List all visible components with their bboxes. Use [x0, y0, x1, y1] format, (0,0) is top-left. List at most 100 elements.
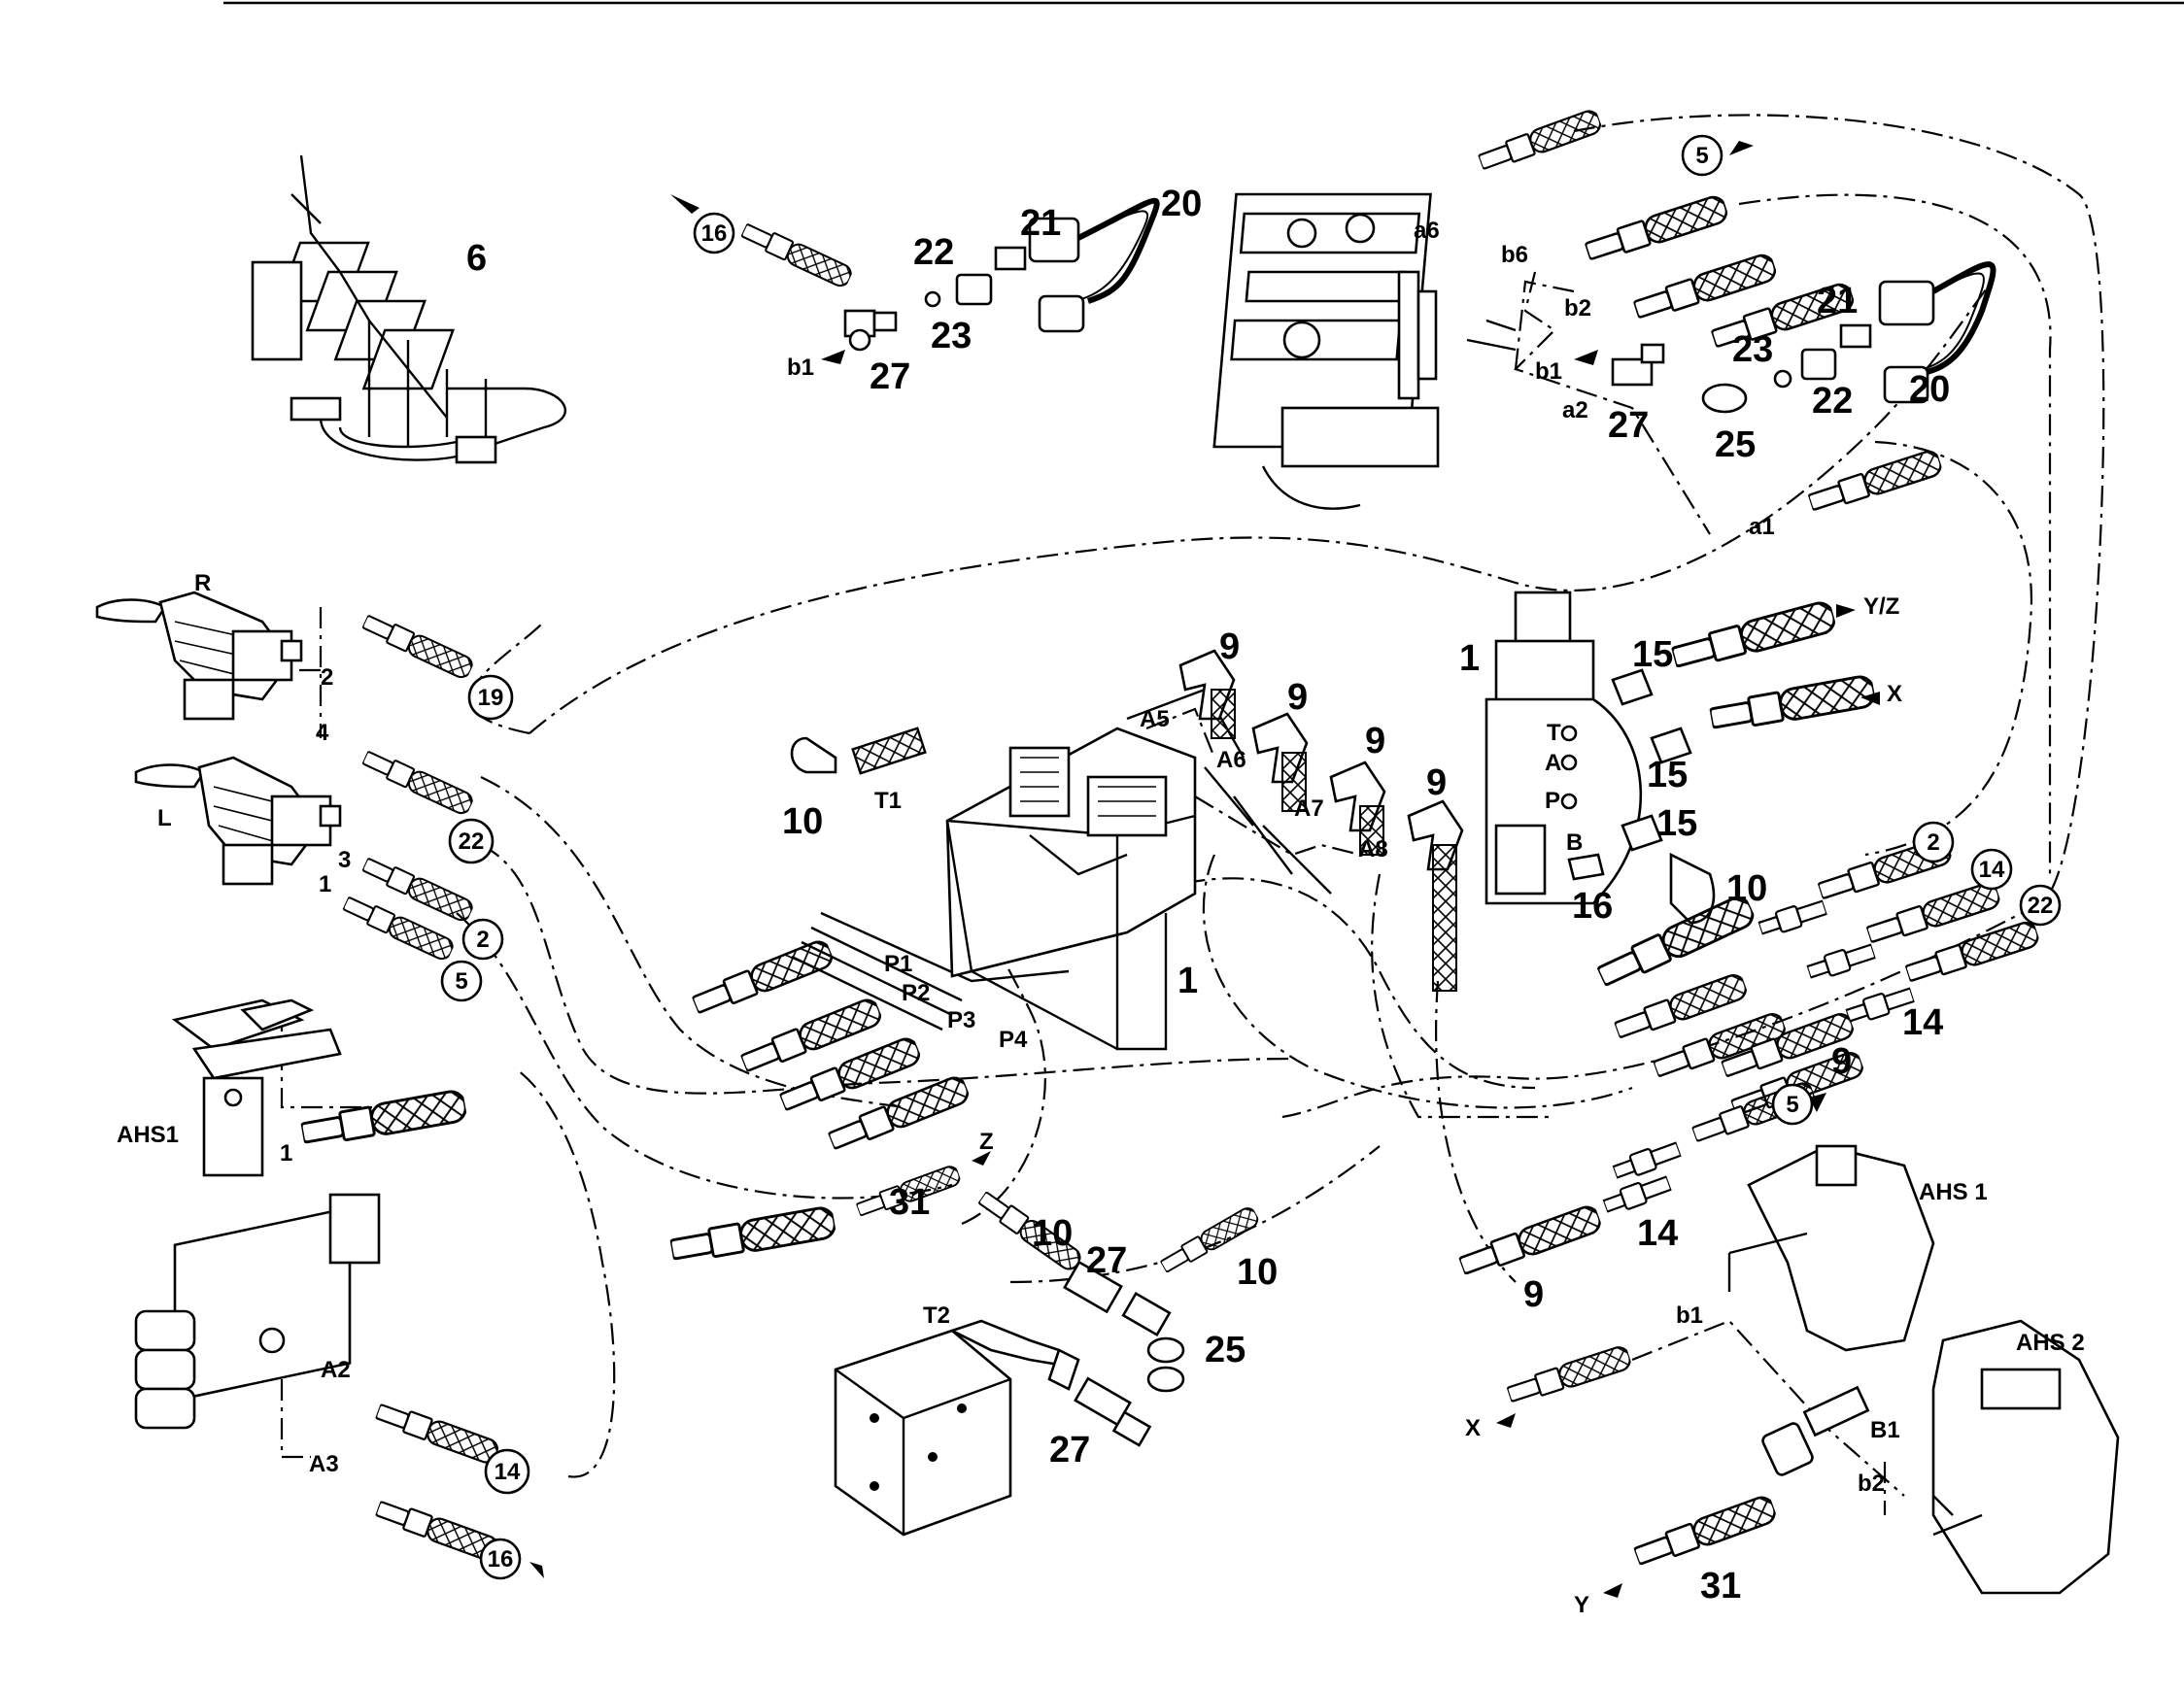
part-label-1: 1 — [1177, 961, 1198, 1001]
callout-text: 2 — [476, 927, 489, 953]
part-label-10: 10 — [1237, 1252, 1278, 1293]
callout-text: 5 — [1695, 143, 1708, 169]
callout-text: 16 — [701, 220, 728, 247]
port-label-1: 1 — [319, 871, 331, 897]
part-label-22: 22 — [913, 232, 954, 273]
callout-text: 5 — [455, 968, 467, 995]
part-label-20: 20 — [1909, 369, 1950, 410]
arrow-5-top — [1729, 141, 1754, 155]
part-label-10: 10 — [1032, 1213, 1073, 1254]
part-label-6: 6 — [466, 238, 487, 279]
callout-5-top: 5 — [1681, 134, 1723, 177]
solenoid-valve-block — [134, 1193, 502, 1564]
callout-22-left: 22 — [448, 818, 495, 864]
port-label-yz: Y/Z — [1863, 593, 1899, 620]
callout-19: 19 — [467, 674, 514, 721]
part-label-20: 20 — [1161, 184, 1202, 224]
part-label-15: 15 — [1656, 803, 1697, 844]
port-label-t2: T2 — [923, 1302, 950, 1329]
center-manifold — [689, 727, 1197, 1156]
port-label-p1: P1 — [884, 951, 912, 977]
port-label-b6: b6 — [1501, 242, 1528, 268]
port-label-b2: b2 — [1564, 295, 1591, 321]
port-label-t1: T1 — [874, 788, 902, 814]
callouts: 16 5 19 22 2 5 2 14 22 5 14 16 — [440, 134, 2062, 1580]
arrow-x1 — [1860, 692, 1880, 705]
port-label-a8: A8 — [1358, 836, 1388, 862]
callout-16-top: 16 — [693, 212, 735, 254]
control-valve-assembly — [251, 154, 566, 464]
callout-2-right: 2 — [1912, 821, 1955, 863]
routing-lines — [280, 114, 2105, 1515]
port-label-a3: A3 — [309, 1451, 339, 1477]
port-label-a2-block: A2 — [321, 1357, 351, 1383]
port-label-x: X — [1887, 681, 1902, 707]
part-label-9: 9 — [1523, 1274, 1544, 1315]
part-label-21: 21 — [1817, 281, 1858, 321]
engine-valve-block — [1212, 107, 1996, 517]
port-label-p: P — [1545, 788, 1560, 814]
part-label-15: 15 — [1647, 755, 1688, 795]
ahs2-label: AHS 2 — [2016, 1330, 2085, 1356]
callout-text: 19 — [478, 685, 504, 711]
part-label-27: 27 — [1086, 1240, 1127, 1281]
port-label-1-ahs: 1 — [280, 1140, 292, 1167]
port-label-p3: P3 — [947, 1007, 975, 1033]
part-label-9: 9 — [1831, 1041, 1852, 1082]
part-label-27: 27 — [870, 356, 910, 397]
port-label-p4: P4 — [999, 1027, 1028, 1053]
joystick-left — [134, 746, 477, 964]
part-label-10: 10 — [1726, 868, 1767, 909]
port-label-a: A — [1545, 750, 1561, 776]
arrow-y — [1603, 1583, 1622, 1598]
callout-text: 14 — [495, 1459, 521, 1485]
port-label-a2: a2 — [1562, 397, 1588, 423]
port-label-b1-left: b1 — [787, 355, 814, 381]
callout-text: 16 — [488, 1546, 514, 1573]
part-label-27: 27 — [1608, 405, 1649, 446]
part-label-1: 1 — [1459, 638, 1480, 679]
port-label-a6: a6 — [1414, 218, 1440, 244]
port-label-b1-lower: b1 — [1676, 1302, 1703, 1329]
part-label-16: 16 — [1572, 886, 1613, 927]
part-label-9: 9 — [1426, 762, 1447, 803]
callout-text: 22 — [459, 829, 485, 855]
port-label-3: 3 — [338, 847, 351, 873]
port-label-b: B — [1566, 829, 1583, 856]
part-label-25: 25 — [1715, 424, 1756, 465]
part-label-21: 21 — [1020, 203, 1061, 244]
port-label-a6: A6 — [1216, 747, 1246, 773]
ahs-right-valves — [1504, 1144, 2120, 1595]
arrow-b1-right — [1574, 350, 1598, 365]
port-label-z: Z — [979, 1129, 994, 1155]
part-label-27: 27 — [1049, 1430, 1090, 1471]
port-label-2: 2 — [321, 664, 333, 691]
part-label-23: 23 — [1732, 329, 1773, 370]
callout-16-bottom: 16 — [479, 1538, 522, 1580]
part-label-14: 14 — [1637, 1213, 1678, 1254]
port-label-a1: a1 — [1749, 514, 1775, 540]
arrow-16-top — [670, 194, 700, 214]
part-label-25: 25 — [1205, 1330, 1246, 1370]
callout-text: 2 — [1927, 829, 1939, 856]
solenoid-valve — [1484, 591, 1878, 993]
arrow-16-bottom — [529, 1562, 544, 1578]
joystick-label-l: L — [157, 805, 172, 831]
part-label-31: 31 — [1700, 1566, 1741, 1606]
callout-14-bottom: 14 — [484, 1448, 530, 1495]
callout-22-right: 22 — [2019, 884, 2062, 927]
port-label-b1-caps: B1 — [1870, 1417, 1900, 1443]
port-label-x-bottom: X — [1465, 1415, 1481, 1441]
port-label-b2-lower: b2 — [1858, 1471, 1885, 1497]
part-label-15: 15 — [1632, 634, 1673, 675]
ahs1-pedal-unit — [171, 998, 469, 1177]
callout-text: 14 — [1979, 857, 2005, 883]
top-center-fittings — [737, 197, 1160, 352]
joystick-label-r: R — [194, 570, 211, 596]
flow-arrows — [529, 141, 1880, 1598]
ahs1-left-label: AHS1 — [117, 1122, 179, 1148]
arrow-x2 — [1496, 1413, 1516, 1428]
callout-2-left: 2 — [461, 918, 504, 961]
